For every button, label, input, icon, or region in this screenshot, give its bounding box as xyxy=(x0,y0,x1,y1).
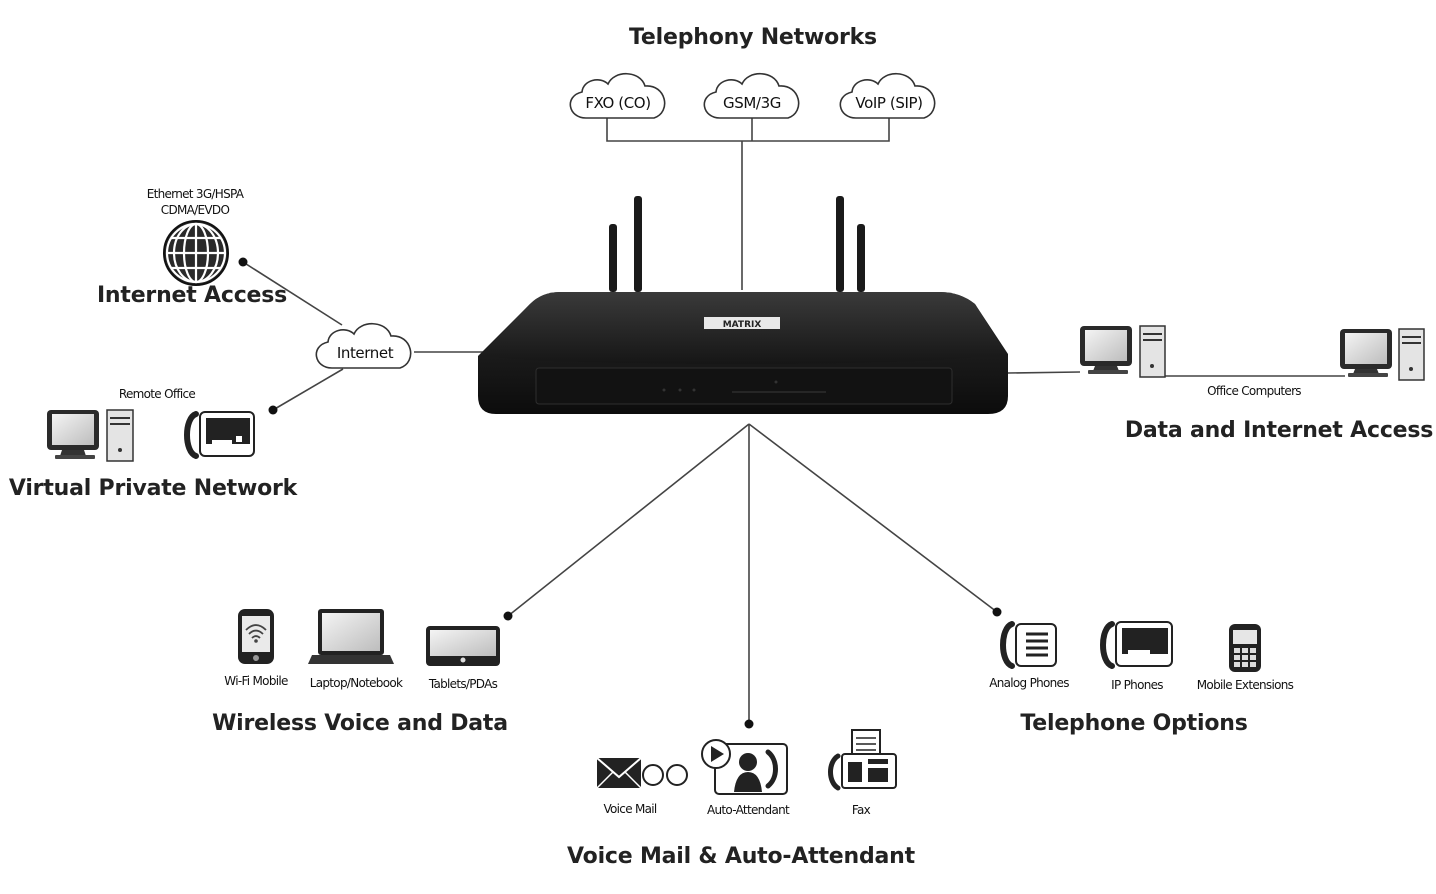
endpoint-dot xyxy=(238,257,248,267)
connection-lines xyxy=(242,118,1345,724)
endpoint-dot xyxy=(992,607,1002,617)
laptop-icon xyxy=(308,609,394,664)
auto-attendant-label: Auto-Attendant xyxy=(706,803,790,817)
endpoint-dot xyxy=(503,611,513,621)
fax-icon xyxy=(828,729,897,791)
office-computers-caption: Office Computers xyxy=(1207,384,1301,398)
auto-attendant-icon xyxy=(701,739,788,795)
remote-office-ip-phone-icon xyxy=(184,411,255,459)
mobile-extensions-label: Mobile Extensions xyxy=(1196,678,1294,692)
remote-office-caption: Remote Office xyxy=(118,387,196,401)
globe-icon xyxy=(163,220,229,286)
analog-phones-label: Analog Phones xyxy=(989,676,1069,690)
endpoint-dot xyxy=(268,405,278,415)
telephone-options-link xyxy=(748,423,998,613)
voice-mail-label: Voice Mail xyxy=(603,802,657,816)
fxo-cloud-label: FXO (CO) xyxy=(585,94,651,112)
router-device: MATRIX xyxy=(478,196,1008,414)
tablet-icon xyxy=(426,626,500,666)
remote-office-computer-icon xyxy=(47,409,134,462)
vpn-link xyxy=(272,368,344,411)
voip-cloud-label: VoIP (SIP) xyxy=(855,94,923,112)
tablets-label: Tablets/PDAs xyxy=(428,677,498,691)
voice-mail-icon xyxy=(596,757,688,789)
wireless-voice-data-title: Wireless Voice and Data xyxy=(212,711,508,736)
data-internet-access-title: Data and Internet Access xyxy=(1124,418,1434,443)
wifi-mobile-icon xyxy=(238,609,274,664)
wireless-link xyxy=(507,423,750,617)
internet-access-link xyxy=(242,261,343,326)
mobile-extension-icon xyxy=(1229,624,1261,672)
internet-access-caption-line2: CDMA/EVDO xyxy=(160,203,230,217)
telephony-networks-title: Telephony Networks xyxy=(629,25,877,50)
vpn-title: Virtual Private Network xyxy=(8,476,298,501)
fax-label: Fax xyxy=(851,803,871,817)
internet-cloud-label: Internet xyxy=(336,344,394,362)
office-computer-icon xyxy=(1340,328,1425,381)
gsm-cloud-label: GSM/3G xyxy=(723,94,781,112)
connection-endpoints xyxy=(238,257,1002,729)
laptop-label: Laptop/Notebook xyxy=(309,676,403,690)
device-brand-label: MATRIX xyxy=(723,320,762,330)
fxo-cloud-icon xyxy=(569,72,666,119)
gsm-cloud-icon xyxy=(703,72,800,119)
device-to-office-pc-link xyxy=(1007,371,1081,374)
telephony-bracket xyxy=(606,118,890,142)
office-computer-icon xyxy=(1080,325,1166,378)
internet-access-caption-line1: Ethernet 3G/HSPA xyxy=(146,187,244,201)
wifi-mobile-label: Wi-Fi Mobile xyxy=(224,674,288,688)
voice-mail-auto-attendant-title: Voice Mail & Auto-Attendant xyxy=(567,844,915,869)
ip-phones-label: IP Phones xyxy=(1111,678,1163,692)
analog-phone-icon xyxy=(1000,621,1057,669)
endpoint-dot xyxy=(744,719,754,729)
internet-cloud-icon xyxy=(315,322,412,369)
internet-access-title: Internet Access xyxy=(96,283,288,308)
voip-cloud-icon xyxy=(839,72,936,119)
telephone-options-title: Telephone Options xyxy=(1020,711,1248,736)
ip-phone-icon xyxy=(1100,621,1173,669)
